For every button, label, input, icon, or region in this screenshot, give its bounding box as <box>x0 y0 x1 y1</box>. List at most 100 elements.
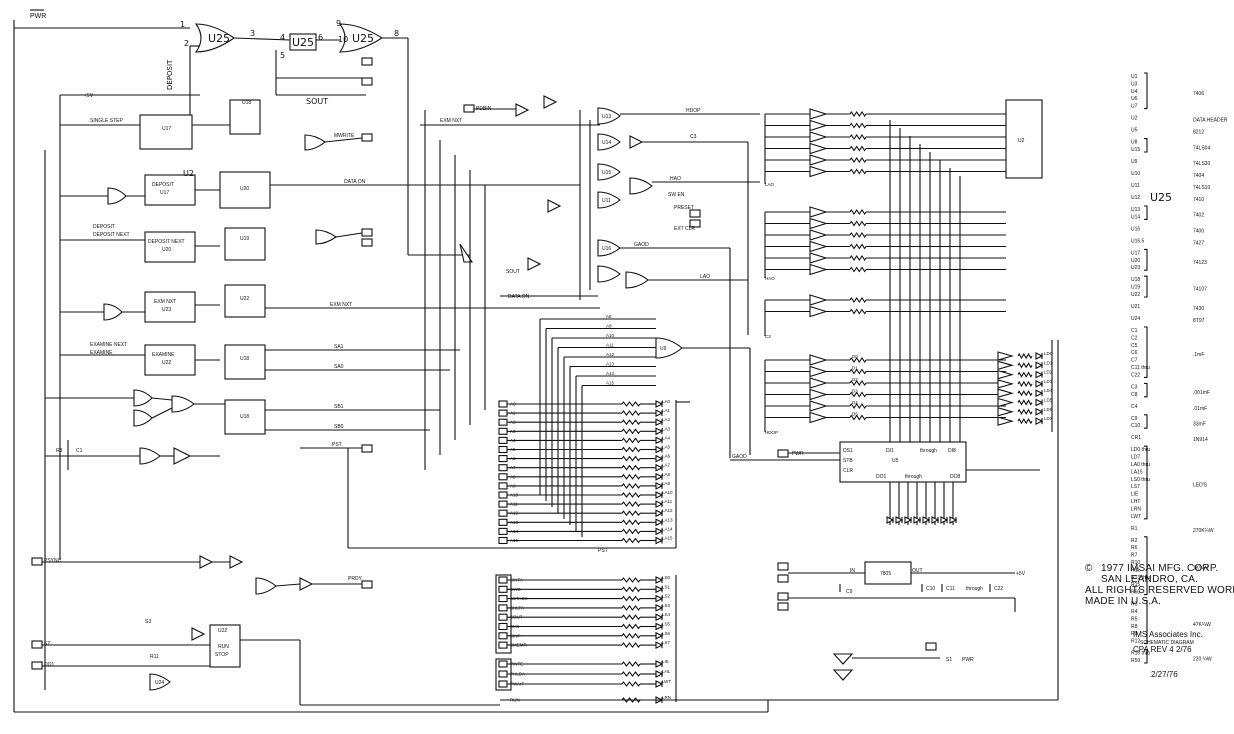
gaod-latch-label: GAOD <box>732 454 747 460</box>
part-value: 7402 <box>1193 213 1204 219</box>
part-value: 1N914 <box>1193 437 1208 443</box>
part-ref: R59 <box>1131 658 1140 664</box>
data-bit-label: D5 <box>852 412 858 417</box>
part-bracket <box>1144 414 1148 429</box>
part-value: 220 ¼W <box>1193 656 1212 662</box>
company-name: IMS Associates Inc. <box>1133 630 1203 639</box>
u25-or-gate-a <box>194 23 235 53</box>
addr-led <box>655 445 664 454</box>
status-led <box>655 631 664 640</box>
upper-addr-label: A11 <box>606 343 614 348</box>
addr-terminal <box>498 527 508 535</box>
ext-clr-label: EXT CLR <box>674 226 695 232</box>
mwrite-terminal <box>361 133 373 142</box>
status-led <box>655 576 664 584</box>
buf-group-label: HAO <box>765 276 775 281</box>
part-ref: C3 <box>1131 384 1138 390</box>
gate-u11-right <box>597 191 621 209</box>
status-led-label: LS5 <box>662 622 671 627</box>
buf-resistor <box>849 243 867 250</box>
c1-label: C1 <box>76 448 83 454</box>
u18b-label: U18 <box>240 356 249 362</box>
buffer-gate <box>809 388 828 401</box>
exm-nxt-label: EXM NXT <box>154 299 176 305</box>
pwr-term-3 <box>777 592 789 601</box>
pin-3: 3 <box>250 29 255 38</box>
buffer-gate <box>809 354 828 366</box>
addr-led-label: LA0 <box>662 399 671 404</box>
addr-terminal <box>498 436 508 444</box>
part-value: 74107 <box>1193 287 1207 293</box>
gate-u13-right <box>597 107 621 125</box>
u17-block <box>139 114 193 150</box>
status-led <box>655 594 664 603</box>
buffer-gate <box>809 217 828 230</box>
status-terminal <box>498 595 508 603</box>
u18-ff <box>229 99 261 135</box>
part-ref: U19 <box>1131 285 1140 291</box>
buffer-gate <box>809 294 828 306</box>
addr-terminal <box>498 409 508 417</box>
addr-led <box>655 409 664 417</box>
status-connector <box>495 574 512 654</box>
schematic-title: SCHEMATIC DIAGRAM <box>1140 640 1194 646</box>
latch-diode <box>913 516 922 524</box>
ctrl-terminal <box>498 670 508 678</box>
data-driver-gate <box>997 369 1015 380</box>
pwr-term-1 <box>777 562 789 571</box>
addr-terminal <box>498 509 508 517</box>
gate-u15-right <box>597 163 621 181</box>
buf-resistor <box>849 368 867 375</box>
part-ref: U12 <box>1131 195 1140 201</box>
mwrite-gate <box>304 134 326 151</box>
part-ref: C8 <box>1131 392 1138 398</box>
buf-resistor <box>849 122 867 129</box>
tri-buffer-mid <box>459 243 474 263</box>
pwr-label: PWR <box>30 13 46 20</box>
u25-c-label: U25 <box>352 32 374 45</box>
do1-latch-label: DO1 <box>876 474 887 480</box>
buf-resistor <box>849 308 867 315</box>
part-bracket <box>1144 326 1148 378</box>
part-value: 74LS30 <box>1193 161 1210 167</box>
addr-resistor <box>621 437 641 444</box>
copyright-corp: 1977 IMSAI MFG. CORP. <box>1101 563 1218 574</box>
data-led-resistor <box>1017 390 1033 397</box>
data-led <box>1035 370 1044 379</box>
buffer-gate <box>809 119 828 132</box>
ctrl-resistor <box>621 661 641 667</box>
addr-led-label: LA1 <box>662 408 671 413</box>
u25-handwritten-note: U25 <box>1150 191 1172 204</box>
term-u12a <box>361 228 373 237</box>
gaod-label: GAOD <box>634 242 649 248</box>
buf-resistor <box>849 111 867 117</box>
part-ref: LA15 <box>1131 469 1143 475</box>
part-ref: R3 <box>1131 602 1138 608</box>
part-ref: LRN <box>1131 506 1141 512</box>
part-ref: R9 <box>1131 631 1138 637</box>
examine-next-switch-label: EXAMINE NEXT <box>90 342 127 348</box>
addr-resistor <box>621 455 641 462</box>
status-terminal <box>498 632 508 640</box>
part-ref: U15 <box>1131 147 1140 153</box>
data-led-label: LD5 <box>1044 398 1053 403</box>
data-led-label: LD0 <box>1044 351 1053 356</box>
part-value: .1mF <box>1193 352 1204 358</box>
buf-resistor <box>849 403 867 409</box>
u18c-label: U18 <box>240 414 249 420</box>
part-ref: U17 <box>1131 250 1140 256</box>
status-resistor <box>621 642 641 649</box>
part-value: 74123 <box>1193 260 1207 266</box>
buffer-gate <box>809 365 828 378</box>
u20b-ff <box>219 171 271 209</box>
u25-b-label: U25 <box>292 36 314 49</box>
addr-terminal <box>498 418 508 426</box>
pwr-term-4 <box>777 602 789 611</box>
u25-buffer-b <box>289 33 317 51</box>
addr-led <box>655 500 664 508</box>
buf-group-label: C3 <box>765 334 771 339</box>
part-ref: C4 <box>1131 404 1138 410</box>
psync-label: PSYNC <box>44 558 62 564</box>
part-ref: U9 <box>1131 159 1138 165</box>
